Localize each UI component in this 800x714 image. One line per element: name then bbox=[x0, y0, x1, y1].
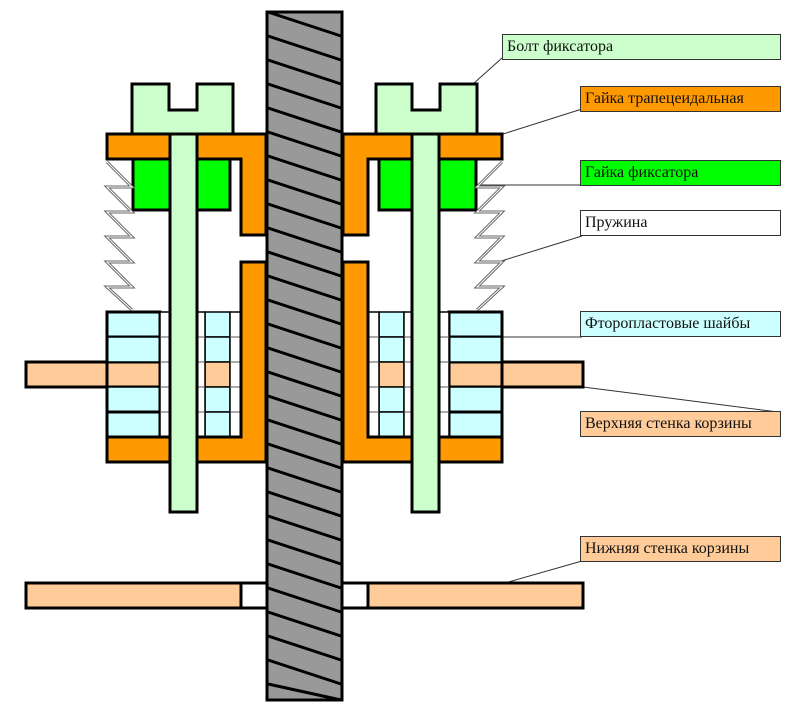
screw-thread bbox=[267, 154, 342, 182]
label-upper-wall-text: Верхняя стенка корзины bbox=[585, 415, 752, 432]
right-upper-wall bbox=[447, 360, 585, 389]
right-ptfe-washer bbox=[378, 336, 405, 363]
label-trapezoidal-nut: Гайка трапецеидальная bbox=[580, 86, 781, 112]
screw-thread bbox=[267, 538, 342, 566]
screw-thread bbox=[267, 562, 342, 590]
right-spring-core bbox=[475, 161, 504, 311]
right-bolt-shank bbox=[410, 132, 441, 514]
label-lower-wall-text: Нижняя стенка корзины bbox=[585, 540, 750, 557]
leader-lines bbox=[472, 57, 779, 584]
screw-thread bbox=[267, 250, 342, 278]
right-ptfe-washer bbox=[448, 336, 503, 363]
screw-thread bbox=[267, 202, 342, 230]
screw-thread bbox=[267, 634, 342, 662]
leader-bolt bbox=[472, 57, 503, 85]
screw-thread bbox=[267, 370, 342, 398]
screw-thread bbox=[267, 418, 342, 446]
left-ptfe-washer bbox=[106, 336, 161, 363]
left-ptfe-washer bbox=[105, 310, 162, 339]
right-ptfe-washer bbox=[378, 411, 405, 438]
right-bolt-head bbox=[374, 82, 479, 136]
screw-thread bbox=[267, 490, 342, 518]
right-lower-wall bbox=[366, 581, 585, 610]
right-ptfe-washer bbox=[378, 386, 405, 413]
label-bolt-text: Болт фиксатора bbox=[507, 38, 614, 55]
left-upper-wall bbox=[24, 360, 162, 389]
left-bolt-shank bbox=[168, 132, 199, 514]
screw-thread bbox=[267, 226, 342, 254]
screw-thread bbox=[267, 58, 342, 86]
leader-trapezoidal-nut bbox=[502, 108, 583, 135]
screw-thread bbox=[267, 682, 342, 702]
right-trapezoidal-nut-lower bbox=[341, 260, 504, 464]
left-washer-gap bbox=[229, 311, 242, 438]
screw-thread bbox=[267, 610, 342, 638]
screw-thread bbox=[267, 346, 342, 374]
screw-thread bbox=[267, 466, 342, 494]
label-lock-nut: Гайка фиксатора bbox=[580, 160, 781, 186]
right-ptfe-washer bbox=[447, 410, 504, 439]
right-ptfe-washer bbox=[448, 386, 503, 413]
leader-spring bbox=[497, 235, 583, 263]
left-bolt-head bbox=[130, 82, 235, 136]
left-spring-core bbox=[105, 161, 134, 311]
left-ptfe-washer bbox=[105, 410, 162, 439]
leader-upper-wall bbox=[582, 386, 779, 413]
left-lower-wall bbox=[24, 581, 243, 610]
screw-thread bbox=[267, 298, 342, 326]
left-lower-wall-gap bbox=[239, 581, 269, 610]
right-upper-wall-inner bbox=[378, 361, 405, 388]
right-spring bbox=[473, 160, 506, 312]
screw-thread bbox=[267, 658, 342, 686]
screw-thread bbox=[267, 274, 342, 302]
label-lower-wall: Нижняя стенка корзины bbox=[580, 536, 781, 562]
label-spring-text: Пружина bbox=[585, 214, 648, 231]
screw-thread bbox=[267, 130, 342, 158]
left-trapezoidal-nut-lower bbox=[105, 260, 268, 464]
screw-thread bbox=[267, 106, 342, 134]
label-upper-wall: Верхняя стенка корзины bbox=[580, 411, 781, 437]
screw-thread bbox=[267, 322, 342, 350]
right-lock-assembly bbox=[340, 82, 585, 610]
left-lock-assembly bbox=[24, 82, 269, 610]
screw-thread bbox=[267, 586, 342, 614]
screw-thread bbox=[267, 10, 342, 38]
label-spring: Пружина bbox=[580, 210, 781, 236]
screw-body bbox=[265, 10, 344, 702]
label-lock-nut-text: Гайка фиксатора bbox=[585, 164, 699, 181]
left-upper-wall-inner bbox=[204, 361, 231, 388]
right-washer-gap bbox=[367, 311, 380, 438]
left-ptfe-washer bbox=[204, 411, 231, 438]
left-spring bbox=[103, 160, 136, 312]
lead-screw bbox=[265, 10, 344, 702]
screw-thread bbox=[267, 178, 342, 206]
screw-thread bbox=[267, 394, 342, 422]
left-ptfe-washer bbox=[204, 386, 231, 413]
screw-threads bbox=[267, 10, 342, 702]
left-ptfe-washer bbox=[204, 336, 231, 363]
right-lower-wall-gap bbox=[340, 581, 370, 610]
label-ptfe-washers-text: Фторопластовые шайбы bbox=[585, 315, 751, 332]
label-trapezoidal-nut-text: Гайка трапецеидальная bbox=[585, 90, 744, 107]
left-ptfe-washer bbox=[106, 386, 161, 413]
left-ptfe-washer bbox=[204, 311, 231, 338]
label-ptfe-washers: Фторопластовые шайбы bbox=[580, 311, 781, 337]
leader-lower-wall bbox=[504, 560, 583, 584]
right-ptfe-washer bbox=[378, 311, 405, 338]
screw-thread bbox=[267, 442, 342, 470]
screw-thread bbox=[267, 514, 342, 542]
label-bolt: Болт фиксатора bbox=[502, 34, 781, 60]
right-ptfe-washer bbox=[447, 310, 504, 339]
screw-thread bbox=[267, 34, 342, 62]
screw-thread bbox=[267, 82, 342, 110]
